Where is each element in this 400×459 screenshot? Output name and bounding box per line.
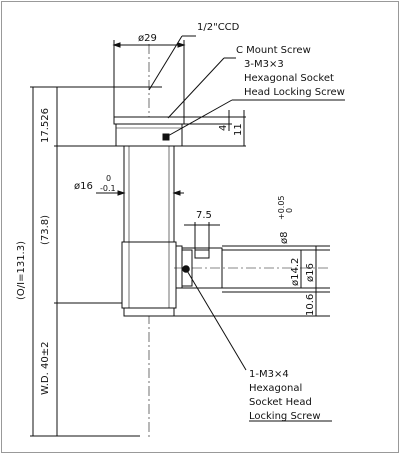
dim-side-lower: 10.6 — [305, 294, 316, 316]
flange-body — [115, 123, 183, 147]
label-sensor: 1/2"CCD — [197, 22, 240, 33]
dim-working-distance: W.D. 40±2 — [40, 342, 51, 395]
top-screw-leader — [165, 99, 233, 138]
cmount-leader — [167, 57, 225, 119]
prism-side-ring — [175, 245, 183, 289]
dim-side-bore-tol-upper: +0.05 — [277, 195, 286, 220]
dim-flange-thin: 4 — [218, 125, 229, 131]
side-port-notch — [194, 249, 210, 259]
dim-side-inner: ø14.2 — [290, 258, 301, 286]
label-top-screw-3: Head Locking Screw — [244, 87, 345, 98]
dim-upper-len: 17.526 — [40, 108, 51, 143]
label-side-screw-4: Locking Screw — [249, 411, 321, 422]
lower-stem — [123, 307, 175, 317]
prism-block — [121, 241, 177, 309]
dim-mid-len: (73.8) — [40, 215, 51, 245]
dim-flange: 11 — [233, 123, 244, 136]
arrow — [172, 190, 181, 196]
lens-tube — [123, 145, 175, 243]
label-top-screw-2: Hexagonal Socket — [244, 73, 334, 84]
label-top-screw-1: 3-M3×3 — [244, 59, 284, 70]
arrow — [177, 42, 186, 48]
label-side-screw-2: Hexagonal — [249, 383, 302, 394]
label-side-screw-3: Socket Head — [249, 397, 312, 408]
arrow — [112, 42, 121, 48]
dim-side-bore: ø8 — [279, 232, 290, 244]
dim-top-dia: ø29 — [138, 33, 157, 44]
dim-tube-tol-lower: -0.1 — [100, 184, 116, 193]
dim-side-outer: ø16 — [305, 263, 316, 282]
flange-top — [113, 116, 185, 125]
arrow — [117, 190, 126, 196]
dim-tube-tol-upper: 0 — [106, 174, 111, 183]
dim-side-offset: 7.5 — [196, 210, 212, 221]
dim-overall: (O/I=131.3) — [16, 241, 27, 300]
label-c-mount: C Mount Screw — [236, 45, 311, 56]
label-side-screw-1: 1-M3×4 — [249, 369, 289, 380]
dim-tube-dia: ø16 — [74, 181, 93, 192]
dim-side-bore-tol-lower: 0 — [285, 208, 294, 213]
page-border — [1, 1, 399, 453]
side-screw-leader — [185, 268, 247, 371]
ccd-leader — [148, 35, 183, 91]
